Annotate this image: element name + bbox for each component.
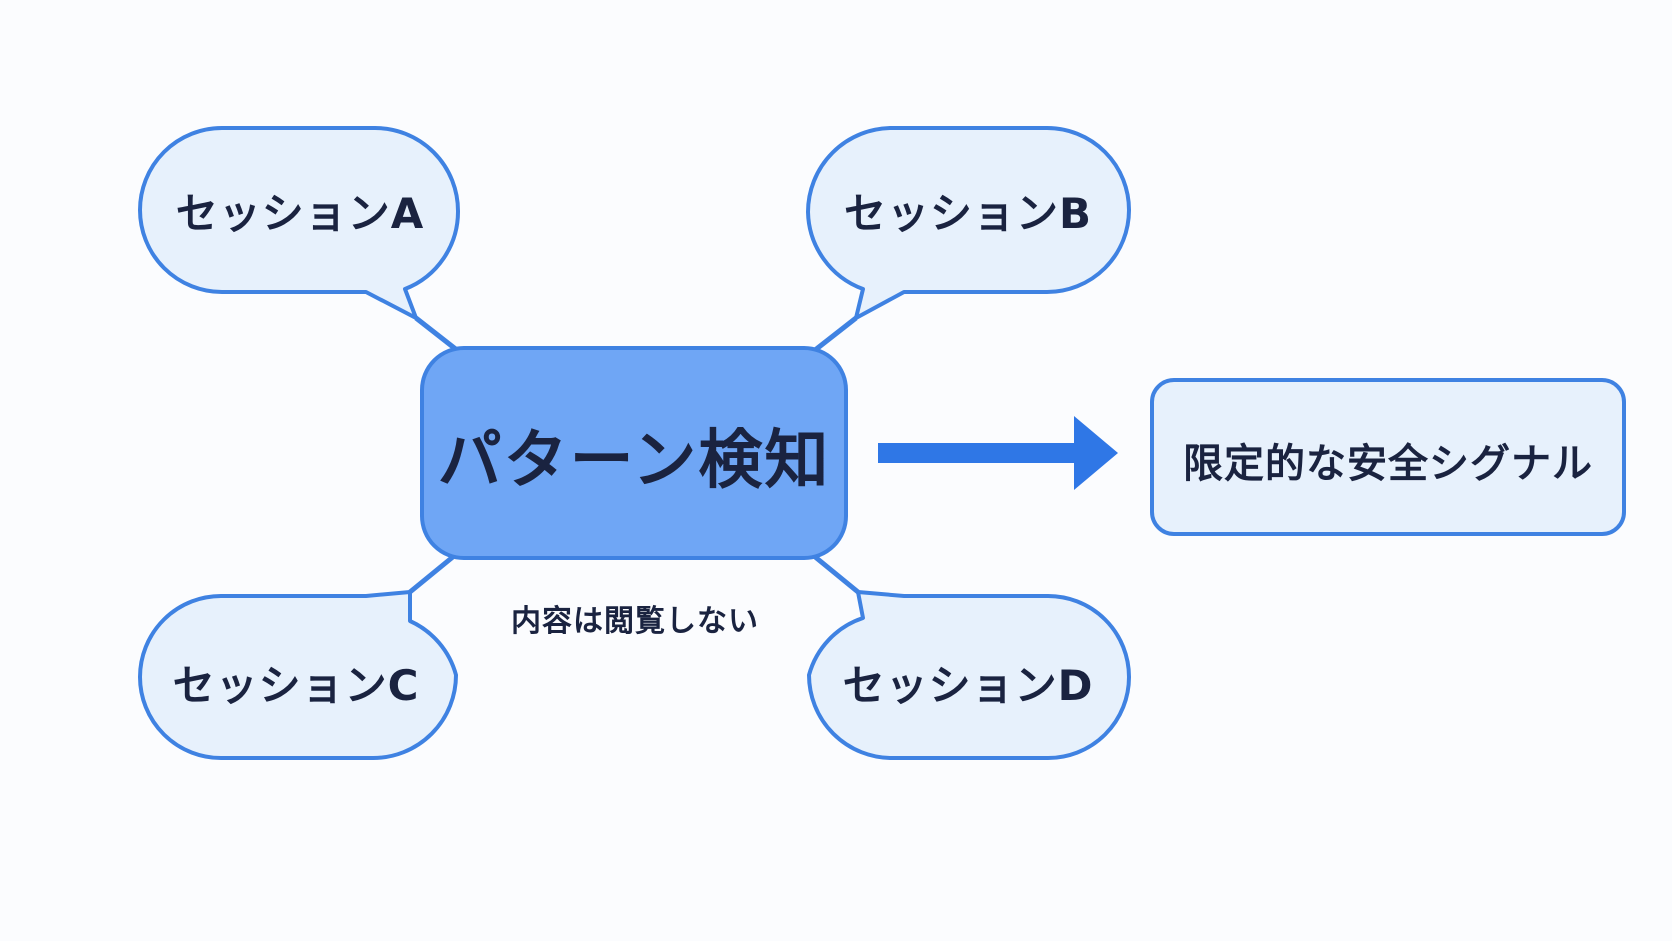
bubble-session-c — [138, 590, 458, 761]
bubble-session-d — [807, 590, 1131, 761]
arrow-head — [1074, 416, 1118, 490]
arrow-shaft — [878, 443, 1076, 463]
session-c-label: セッションC — [172, 660, 420, 710]
connector-d — [812, 554, 860, 594]
session-a-label: セッションA — [175, 188, 425, 238]
bubble-session-b — [806, 126, 1131, 320]
session-b-label: セッションB — [843, 188, 1092, 238]
bubble-session-a — [138, 126, 461, 320]
center-note: 内容は閲覧しない — [511, 604, 759, 639]
connector-c — [408, 554, 456, 594]
output-label: 限定的な安全シグナル — [1183, 441, 1593, 487]
connector-b — [808, 316, 858, 356]
center-box — [420, 346, 848, 560]
output-box — [1150, 378, 1626, 536]
center-label: パターン検知 — [437, 424, 831, 498]
session-d-label: セッションD — [842, 660, 1094, 710]
